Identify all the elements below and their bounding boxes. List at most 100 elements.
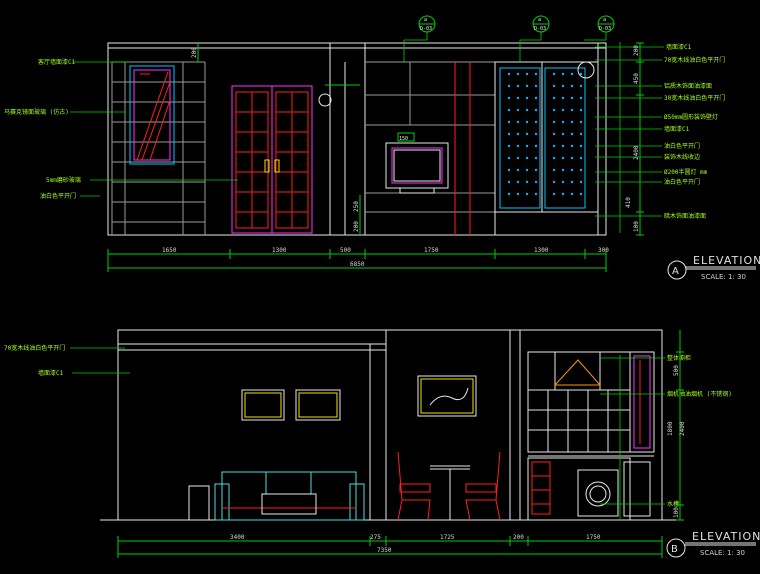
material-label: 装饰木线收边 [664,153,700,161]
glass-dot [579,132,583,136]
elevation-marker: A [672,266,680,277]
callout-top: a [538,17,541,23]
glass-dot [534,108,538,112]
dimension-value: 450 [633,73,640,84]
dimension-value: 410 [625,197,632,208]
glass-dot [561,84,565,88]
glass-dot [570,192,574,196]
glass-dot [516,132,520,136]
glass-dot [534,192,538,196]
material-label: 烟机抽油烟机 (不锈钢) [667,390,732,398]
material-label: 墙面漆C1 [666,43,692,51]
callout-marker: a D-03 [418,15,436,33]
material-label: 油白色平开门 [40,192,76,200]
glass-dot [525,168,529,172]
material-label: 油白色平开门 [664,178,700,186]
glass-dot [534,168,538,172]
glass-dot [507,72,511,76]
glass-dot [516,84,520,88]
glass-dot [507,84,511,88]
dimension-value: 100 [633,221,640,232]
elevation-a-callouts: a D-03 a D-03 a D-03 [403,15,615,62]
glass-dot [561,144,565,148]
glass-dot [552,168,556,172]
glass-dot [570,96,574,100]
callout-top: a [424,17,427,23]
glass-dot [516,192,520,196]
elevation-title: ELEVATION [692,530,760,543]
glass-dot [570,84,574,88]
glass-dot [579,192,583,196]
glass-dot [561,108,565,112]
glass-dot [552,156,556,160]
glass-dot [525,192,529,196]
glass-dot [561,156,565,160]
glass-dot [516,144,520,148]
dimension-value: 200 [513,534,524,541]
glass-dot [561,96,565,100]
dimension-value: 2400 [633,145,640,160]
glass-dot [507,156,511,160]
elevation-a-height-dims: 200 450 2400 410 100 200 250 200 [191,42,644,236]
dimension-value: 100 [673,507,680,518]
material-label: Ø200半圆灯 mm [664,168,708,176]
glass-dot [552,96,556,100]
glass-dot [579,180,583,184]
dimension-value: 2400 [679,421,686,436]
material-label: 墙面漆C1 [38,369,64,377]
dimension-value: 200 [353,221,360,232]
elevation-scale: SCALE: 1: 30 [700,549,745,557]
elevation-marker: B [671,544,679,555]
dimension-value: 500 [340,247,351,254]
glass-dot [507,180,511,184]
glass-dot [552,84,556,88]
dimension-value: 200 [633,45,640,56]
dimension-total: 6850 [350,261,365,268]
glass-dot [570,156,574,160]
material-label: 油白色平开门 [664,142,700,150]
glass-dot [570,168,574,172]
glass-dot [579,168,583,172]
glass-dot [525,132,529,136]
callout-marker: a D-03 [532,15,550,33]
dimension-total: 7350 [377,547,392,554]
tv-tag: 150 [399,136,408,142]
dimension-value: 1300 [272,247,287,254]
dimension-value: 1650 [162,247,177,254]
dimension-value: 1750 [586,534,601,541]
glass-dot [561,132,565,136]
material-label: 30宽木线油白色平开门 [664,94,725,102]
glass-dot [561,120,565,124]
glass-dot [525,180,529,184]
glass-dot [525,108,529,112]
glass-dot [552,120,556,124]
glass-dot [579,72,583,76]
material-label: 70宽木线油白色平开门 [664,56,725,64]
glass-dot [579,96,583,100]
glass-dot [516,180,520,184]
glass-dot [579,120,583,124]
elevation-a-bottom-dims: 1650 1300 500 1750 1300 300 6850 [107,247,609,272]
dimension-value: 275 [370,534,381,541]
glass-dot [570,180,574,184]
glass-dot [579,144,583,148]
elevation-b-left-labels: 70宽木线油白色平开门 墙面漆C1 [4,344,130,377]
glass-dot [525,120,529,124]
glass-dot [516,120,520,124]
glass-dot [570,72,574,76]
glass-dot [534,156,538,160]
glass-dot [570,108,574,112]
glass-dot [561,168,565,172]
glass-dot [552,72,556,76]
material-label: 墙面漆C1 [664,125,690,133]
material-label: 5mm磨砂玻璃 [46,176,81,184]
callout-bottom: D-03 [420,26,432,32]
material-label: 客厅墙面漆C1 [38,58,76,66]
glass-dot [525,156,529,160]
glass-dot [561,192,565,196]
glass-dot [525,144,529,148]
elevation-b-right-labels: 整体橱柜 烟机抽油烟机 (不锈钢) 水槽 [600,354,732,520]
glass-dot [507,108,511,112]
glass-dot [525,96,529,100]
